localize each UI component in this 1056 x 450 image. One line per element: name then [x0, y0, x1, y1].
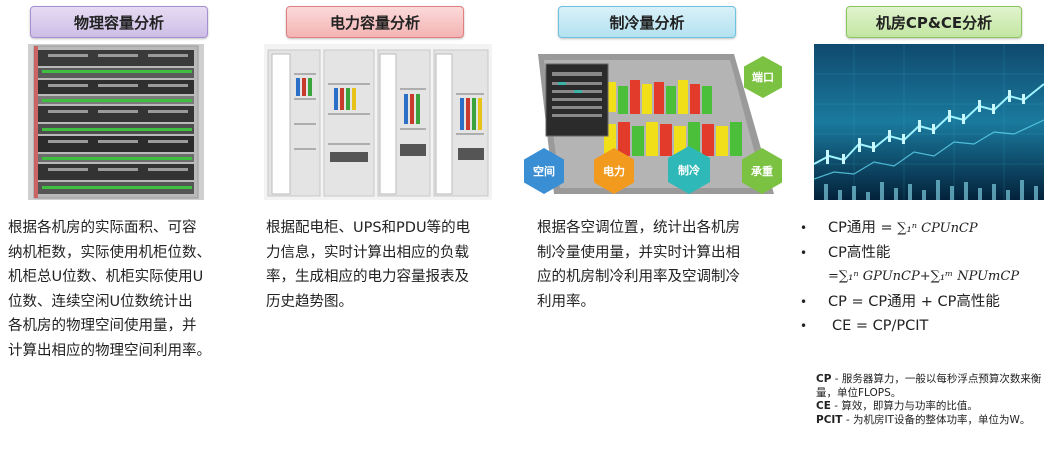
cooling-room-image: 端口 空间 电力 制冷 承重 [524, 44, 784, 200]
tab-cp-ce-analysis[interactable]: 机房CP&CE分析 [846, 6, 1022, 38]
cp-ce-formulas: • CP通用 = ∑₁ⁿ CPUnCP • CP高性能 =∑₁ⁿ GPUnCP+… [800, 216, 1050, 339]
power-capacity-description: 根据配电柜、UPS和PDU等的电 力信息，实时计算出相应的负载 率，生成相应的电… [266, 220, 471, 310]
hex-label: 电力 [603, 165, 625, 178]
note-cp: CP - 服务器算力，一般以每秒浮点预算次数来衡量，单位FLOPS。 [816, 373, 1044, 400]
power-cabinet-image [264, 44, 492, 200]
cooling-hexagon: 制冷 [668, 146, 710, 194]
formula-row: • CP高性能 [800, 241, 1050, 266]
bullet: • [800, 245, 808, 260]
bullet: • [800, 221, 808, 235]
tab-label: 制冷量分析 [609, 13, 685, 32]
tab-label: 电力容量分析 [329, 13, 420, 32]
note-term: CE [816, 400, 831, 412]
formula-row: • CP = CP通用 + CP高性能 [800, 290, 1050, 315]
bullet: • [800, 294, 808, 309]
formula-row: • CE = CP/PCIT [800, 314, 1050, 339]
tab-label: 物理容量分析 [73, 13, 164, 32]
tab-physical-capacity[interactable]: 物理容量分析 [30, 6, 208, 38]
tab-power-capacity[interactable]: 电力容量分析 [286, 6, 464, 38]
note-term: PCIT [816, 413, 843, 426]
compute-trend-image [814, 44, 1044, 200]
formula-ce: CE = CP/PCIT [832, 318, 929, 335]
formula-row: =∑₁ⁿ GPUnCP+∑₁ᵐ NPUmCP [800, 265, 1050, 290]
note-term: CP [816, 373, 832, 385]
formula-cp-total: CP = CP通用 + CP高性能 [828, 293, 1000, 310]
definition-notes: CP - 服务器算力，一般以每秒浮点预算次数来衡量，单位FLOPS。 CE - … [816, 373, 1044, 427]
hex-label: 承重 [751, 165, 773, 178]
formula-cp-hpc-label: CP高性能 [828, 244, 891, 261]
formula-cp-general-math: ∑₁ⁿ CPUnCP [897, 221, 978, 236]
note-text: - 算效，即算力与功率的比值。 [830, 400, 978, 412]
power-hexagon: 电力 [594, 148, 634, 194]
space-hexagon: 空间 [524, 148, 564, 194]
server-rack-image [28, 44, 204, 200]
note-pcit: PCIT - 为机房IT设备的整体功率，单位为W。 [816, 414, 1044, 428]
hex-label: 制冷 [678, 164, 700, 177]
bullet: • [800, 319, 808, 334]
physical-capacity-description: 根据各机房的实际面积、可容 纳机柜数，实际使用机柜位数、 机柜总U位数、机柜实际… [8, 220, 211, 359]
hex-label: 空间 [533, 165, 555, 178]
note-text: - 服务器算力，一般以每秒浮点预算次数来衡量，单位FLOPS。 [816, 373, 1042, 399]
tab-cooling-capacity[interactable]: 制冷量分析 [558, 6, 736, 38]
cooling-capacity-description: 根据各空调位置，统计出各机房 制冷量使用量，并实时计算出相 应的机房制冷利用率及… [537, 220, 740, 310]
note-text: - 为机房IT设备的整体功率，单位为W。 [842, 413, 1031, 426]
formula-cp-general-label: CP通用 = [828, 220, 898, 236]
tab-label: 机房CP&CE分析 [875, 13, 993, 32]
load-hexagon: 承重 [742, 148, 782, 194]
formula-cp-hpc-math: =∑₁ⁿ GPUnCP+∑₁ᵐ NPUmCP [828, 269, 1020, 285]
formula-row: • CP通用 = ∑₁ⁿ CPUnCP [800, 216, 1050, 241]
hex-label: 端口 [752, 71, 774, 84]
note-ce: CE - 算效，即算力与功率的比值。 [816, 400, 1044, 414]
